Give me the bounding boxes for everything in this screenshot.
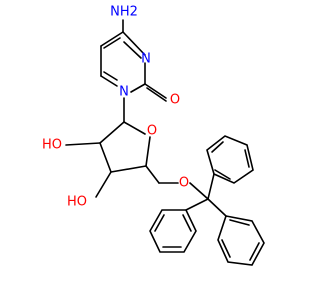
n3-label: N [141, 52, 151, 67]
bond-ctrityl-ph1 [207, 173, 215, 200]
bond-n3-c4 [122, 31, 146, 56]
nh2-label: NH2 [110, 5, 138, 20]
bond-c6-n1-inner [103, 71, 118, 81]
atom-label-group: NH2 N N O O HO HO O [42, 5, 189, 210]
bond-oether-ctrityl [189, 182, 209, 200]
phenyl-1-double-b [244, 149, 250, 168]
bond-c6-n1 [100, 75, 118, 87]
molecule-diagram: NH2 N N O O HO HO O [42, 5, 265, 266]
ring-o-label: O [147, 124, 157, 139]
bond-c4-oring [145, 136, 151, 167]
phenyl-2-double-a [154, 214, 165, 232]
bond-c2prime-oh [65, 142, 101, 146]
bond-n3-c4-inner [123, 41, 142, 59]
phenyl-2-double-c [182, 214, 192, 232]
bond-c3prime-oh [95, 171, 112, 198]
bond-n1-c2 [130, 83, 146, 93]
oh-lower-label: HO [67, 195, 87, 210]
n1-label: N [119, 85, 129, 100]
bond-c1-c2prime [99, 121, 125, 144]
oh-upper-label: HO [42, 138, 62, 153]
phenyl-3-double-c [229, 219, 250, 226]
phenyl-1-double-c [214, 169, 231, 180]
structure-svg: NH2 N N O O HO HO O [42, 5, 265, 266]
bond-c2-c3prime [99, 142, 112, 173]
bond-c4-c5-inner [103, 37, 121, 49]
bond-c2-o-double [146, 87, 167, 102]
bond-c4-c5 [100, 31, 124, 47]
bond-c3-c4prime [110, 165, 147, 173]
phenyl-1-double-a [211, 141, 224, 153]
phenyl-3-double-a [221, 239, 231, 258]
bond-ctrityl-ph2 [185, 198, 209, 211]
phenyl-ring-3 [217, 215, 265, 266]
bond-ctrityl-ph3 [207, 198, 227, 217]
phenyl-ring-1 [206, 135, 254, 184]
bond-oring-c1 [123, 121, 146, 135]
bond-c2-o [144, 83, 167, 99]
phenyl-3-double-b [249, 242, 260, 261]
bond-c4prime-ch2 [145, 165, 160, 184]
phenyl-ring-2 [149, 209, 197, 253]
bond-group [65, 19, 265, 266]
ether-o-label: O [179, 176, 189, 191]
carbonyl-o-label: O [170, 93, 180, 108]
